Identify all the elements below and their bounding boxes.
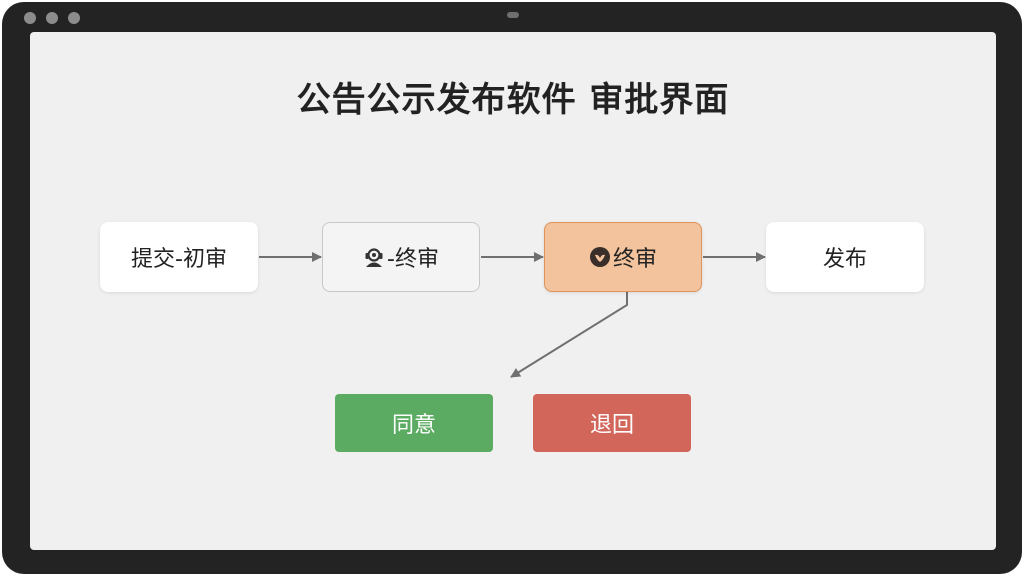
window-dot-minimize[interactable] xyxy=(46,12,58,24)
reject-button[interactable]: 退回 xyxy=(533,394,691,452)
step-label: 发布 xyxy=(822,247,867,272)
arrow-step3-to-actions xyxy=(510,292,628,378)
flow-step-submit-review[interactable]: 提交-初审 xyxy=(100,222,258,292)
flow-arrows xyxy=(259,252,766,378)
flow-step-final-review-pending[interactable]: -终审 xyxy=(322,222,480,292)
window-dot-maximize[interactable] xyxy=(68,12,80,24)
user-headset-icon xyxy=(363,246,385,268)
step-label: 终审 xyxy=(612,247,657,272)
approval-screen: 公告公示发布软件 审批界面 提交-初审 xyxy=(30,32,996,550)
step-label: 提交-初审 xyxy=(131,247,227,272)
bird-badge-icon xyxy=(589,246,611,268)
camera-icon xyxy=(507,12,519,18)
window-dot-close[interactable] xyxy=(24,12,36,24)
flow-step-final-review-active[interactable]: 终审 xyxy=(544,222,702,292)
flow-step-publish[interactable]: 发布 xyxy=(766,222,924,292)
page-title: 公告公示发布软件 审批界面 xyxy=(296,80,730,120)
step-label: -终审 xyxy=(387,247,439,272)
approve-button[interactable]: 同意 xyxy=(335,394,493,452)
